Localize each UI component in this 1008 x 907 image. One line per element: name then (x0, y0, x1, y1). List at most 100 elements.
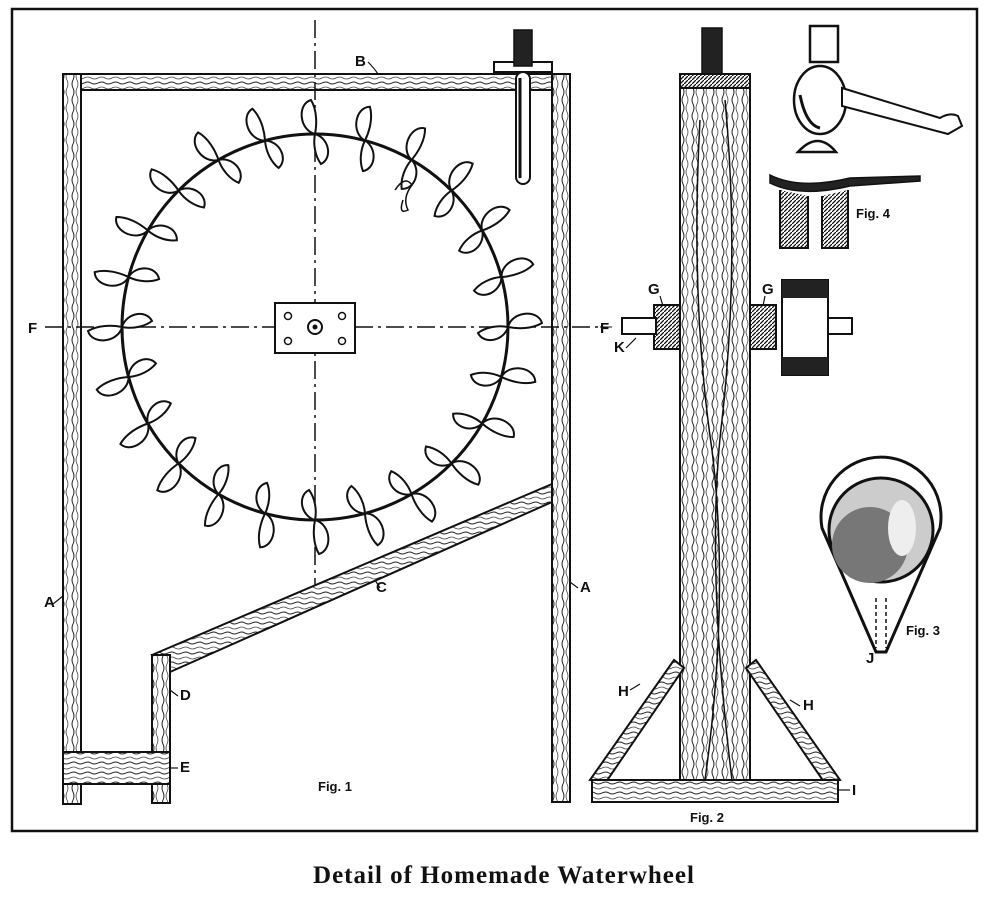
wheel-bucket (203, 464, 230, 527)
wheel-bucket (300, 98, 330, 166)
left-bearing (653, 304, 681, 350)
hanging-rod (515, 71, 531, 185)
bucket-dash (875, 598, 887, 648)
wheel-bucket (457, 205, 511, 254)
label-d: D (180, 687, 191, 704)
label-f-left: F (28, 320, 37, 337)
right-bearing (749, 304, 777, 350)
label-k: K (614, 339, 625, 356)
label-c: C (376, 579, 387, 596)
right-post (551, 73, 571, 803)
wheel-bucket (476, 312, 544, 342)
label-fig1: Fig. 1 (318, 779, 352, 794)
wheel-bucket (86, 312, 154, 342)
wheel-bucket (452, 412, 515, 439)
wheel-bucket-shape (469, 367, 537, 387)
axle-center (312, 324, 318, 330)
label-fig2: Fig. 2 (690, 810, 724, 825)
label-h-right: H (803, 697, 814, 714)
top-bolt (513, 29, 533, 67)
label-fig3: Fig. 3 (906, 623, 940, 638)
wheel-bucket-shape (245, 107, 284, 170)
wheel-bucket-shape (119, 400, 173, 449)
right-brace (744, 658, 842, 784)
wheel-bucket (115, 215, 178, 242)
wheel-bucket (245, 107, 284, 170)
wheel-bucket-shape (424, 445, 481, 486)
right-shaft (827, 317, 853, 335)
side-cap (679, 73, 751, 89)
side-bolt (701, 27, 723, 77)
wheel-bucket-shape (86, 312, 154, 342)
wheel-bucket-shape (457, 205, 511, 254)
wheel-bucket (149, 168, 206, 209)
wheel-bucket (255, 481, 275, 549)
wheel-bucket (400, 127, 427, 190)
wheel-bucket-shape (115, 215, 178, 242)
wheel-bucket (355, 105, 375, 173)
wavy-line (394, 180, 413, 212)
label-f-right: F (600, 320, 609, 337)
wheel-bucket-shape (193, 131, 242, 185)
hammer-head-top (808, 24, 840, 64)
hub-hole (337, 336, 347, 346)
wheel-bucket-shape (476, 312, 544, 342)
label-j: J (866, 650, 874, 667)
hammer-face (795, 139, 839, 154)
label-a-right: A (580, 579, 591, 596)
wheel-bucket (388, 469, 437, 523)
wheel-bucket-shape (255, 481, 275, 549)
label-a-left: A (44, 594, 55, 611)
wheel-bucket-shape (300, 488, 330, 556)
form-block-right (821, 190, 849, 249)
fig1-frame (62, 29, 571, 805)
wheel-bucket (193, 131, 242, 185)
wheel-bucket-shape (472, 257, 535, 296)
caption: Detail of Homemade Waterwheel (313, 862, 695, 889)
left-post (62, 73, 82, 805)
side-post (679, 87, 751, 801)
wheel-bucket (346, 484, 385, 547)
wheel-bucket (433, 161, 474, 218)
bottom-block (62, 751, 171, 785)
label-b: B (355, 53, 366, 70)
outer-border (10, 7, 979, 833)
wheel-bucket (95, 358, 158, 397)
wheel-bucket-shape (433, 161, 474, 218)
left-brace (588, 658, 686, 784)
wheel-bucket-shape (388, 469, 437, 523)
wheel-bucket (119, 400, 173, 449)
wheel-bucket-shape (346, 484, 385, 547)
wheel-bucket-shape (452, 412, 515, 439)
wheel-bucket-shape (300, 98, 330, 166)
wheel-bucket (93, 267, 161, 287)
side-post-grain (696, 99, 733, 781)
hub-drum-top (782, 280, 828, 298)
form-block-left (779, 190, 809, 249)
label-g-right: G (762, 281, 774, 298)
left-shaft (621, 317, 657, 335)
hub-hole (283, 311, 293, 321)
leader-lines (52, 61, 850, 791)
hammer-head-shade (798, 94, 821, 130)
bucket-highlight (888, 500, 916, 556)
form-plate (769, 173, 921, 193)
fig2-side-view (588, 27, 853, 803)
label-fig4: Fig. 4 (856, 206, 891, 221)
wheel-bucket (300, 488, 330, 556)
wheel-bucket (472, 257, 535, 296)
base-beam (591, 779, 839, 803)
wheel-bucket-shape (95, 358, 158, 397)
label-h-left: H (618, 683, 629, 700)
hub-hole (337, 311, 347, 321)
label-g-left: G (648, 281, 660, 298)
wheel-bucket (469, 367, 537, 387)
fig3-bucket (819, 455, 943, 654)
label-i: I (852, 782, 856, 799)
hub-drum-bottom (782, 357, 828, 375)
wheel-bucket (156, 436, 197, 493)
wheel-bucket-shape (149, 168, 206, 209)
wheel (86, 98, 544, 556)
wheel-bucket-shape (203, 464, 230, 527)
